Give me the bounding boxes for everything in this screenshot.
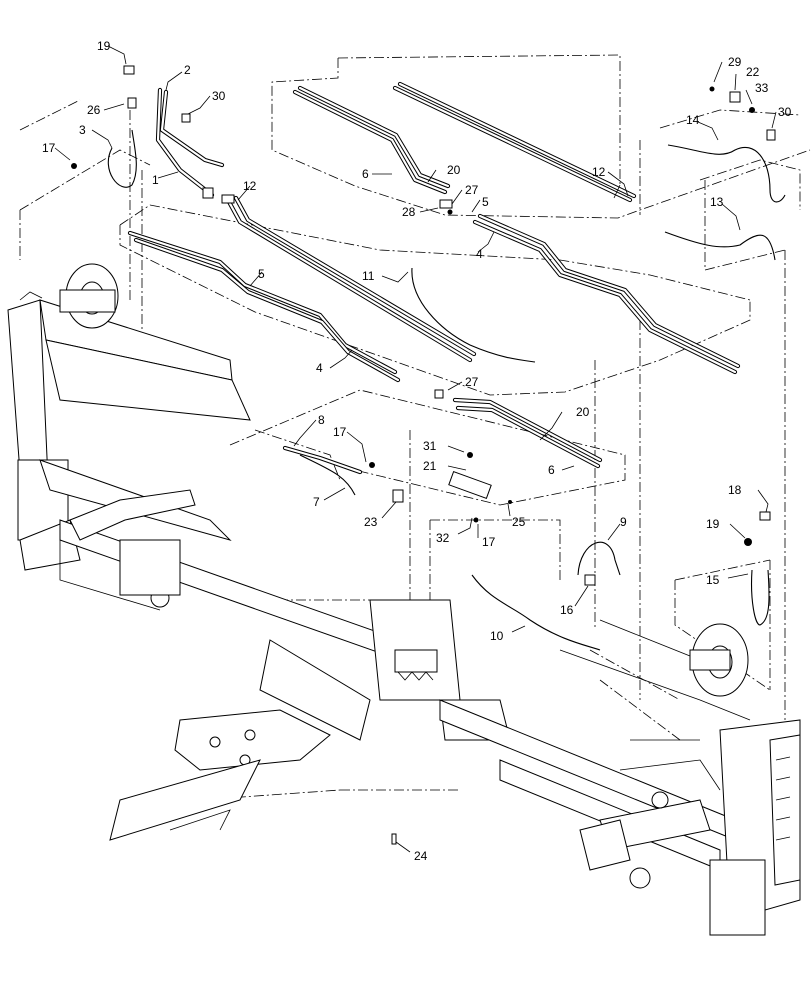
callout-4-right: 4 [476, 247, 483, 261]
callout-7: 7 [313, 495, 320, 509]
callout-31: 31 [423, 439, 437, 453]
callout-19-top: 19 [97, 39, 111, 53]
callout-13: 13 [710, 195, 724, 209]
callout-14: 14 [686, 113, 700, 127]
callout-30-left: 30 [212, 89, 226, 103]
callout-19-right: 19 [706, 517, 720, 531]
callout-21: 21 [423, 459, 437, 473]
callout-2: 2 [184, 63, 191, 77]
callout-17-mid: 17 [333, 425, 347, 439]
hoses [107, 81, 786, 651]
callout-20-top: 20 [447, 163, 461, 177]
callout-12-left: 12 [243, 179, 257, 193]
leader-lines [54, 45, 777, 853]
fitting-26 [127, 97, 137, 109]
callout-27-mid: 27 [465, 375, 479, 389]
callout-24: 24 [414, 849, 428, 863]
callout-5-right: 5 [482, 195, 489, 209]
callout-6-mid: 6 [548, 463, 555, 477]
fittings [71, 65, 776, 845]
callout-4-left: 4 [316, 361, 323, 375]
callout-22: 22 [746, 65, 760, 79]
machine-frame [7, 263, 801, 936]
callout-33: 33 [755, 81, 769, 95]
callout-9: 9 [620, 515, 627, 529]
callout-12-right: 12 [592, 165, 606, 179]
callout-5-left: 5 [258, 267, 265, 281]
callout-20-mid: 20 [576, 405, 590, 419]
callouts: 19 2 26 30 3 17 1 12 5 4 6 20 27 28 5 4 … [42, 39, 792, 863]
callout-23: 23 [364, 515, 378, 529]
callout-15: 15 [706, 573, 720, 587]
callout-6-top: 6 [362, 167, 369, 181]
callout-18: 18 [728, 483, 742, 497]
callout-32: 32 [436, 531, 450, 545]
callout-30-right: 30 [778, 105, 792, 119]
phantom-outlines [19, 54, 811, 801]
callout-17-left: 17 [42, 141, 56, 155]
callout-16: 16 [560, 603, 574, 617]
callout-1: 1 [152, 173, 159, 187]
callout-28: 28 [402, 205, 416, 219]
callout-11: 11 [362, 269, 375, 283]
fitting-19-top [123, 65, 135, 75]
callout-29: 29 [728, 55, 742, 69]
callout-3: 3 [79, 123, 86, 137]
callout-27-top: 27 [465, 183, 479, 197]
callout-8: 8 [318, 413, 325, 427]
callout-25: 25 [512, 515, 526, 529]
callout-10: 10 [490, 629, 504, 643]
callout-26: 26 [87, 103, 101, 117]
callout-17-center: 17 [482, 535, 496, 549]
